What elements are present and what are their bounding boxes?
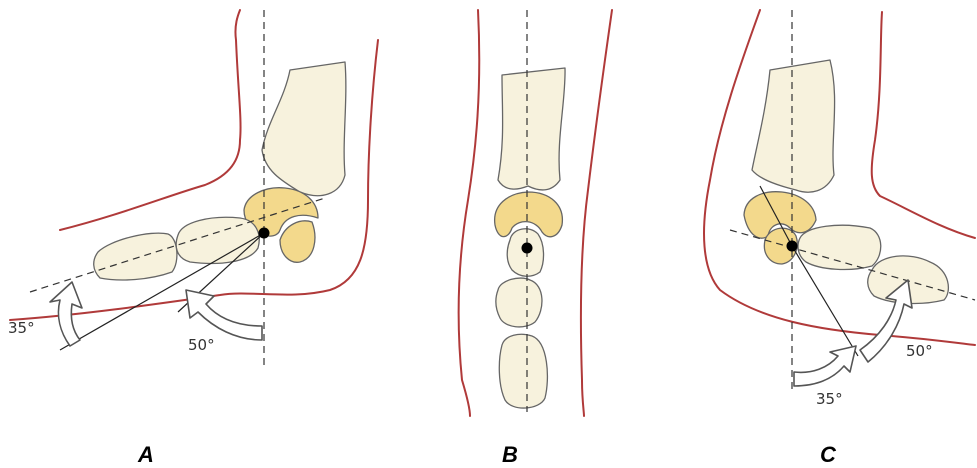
panel-b-caption: B <box>502 442 518 467</box>
panel-c-angle-35-label: 35° <box>816 390 843 408</box>
panel-b: B <box>459 10 612 467</box>
panel-b-metatarsal <box>499 334 547 408</box>
panel-a-arrow-50 <box>186 290 262 340</box>
panel-c-caption: C <box>820 442 837 467</box>
panel-a-angle-50-label: 50° <box>188 336 215 354</box>
panel-a-metatarsal <box>94 233 177 280</box>
panel-b-skin-left <box>459 10 480 416</box>
panel-a-calcaneus-cartilage <box>280 221 315 262</box>
panel-c-pivot <box>787 241 798 252</box>
panel-c-arrow-35 <box>794 346 856 386</box>
panel-b-pivot <box>522 243 533 254</box>
panel-b-navicular <box>496 278 542 327</box>
panel-a-angle-35-label: 35° <box>8 319 35 337</box>
panel-b-tibia <box>498 68 565 190</box>
panel-c-tibia <box>752 60 835 192</box>
panel-c-skin-outline-top <box>872 12 975 238</box>
panel-a-caption: A <box>137 442 154 467</box>
panel-a: 35° 50° A <box>8 10 378 467</box>
panel-a-navicular <box>176 217 259 263</box>
panel-c-navicular <box>798 225 881 269</box>
panel-c-angle-50-label: 50° <box>906 342 933 360</box>
panel-a-tibia <box>262 62 346 196</box>
panel-a-pivot <box>259 228 270 239</box>
panel-c: 35° 50° C <box>704 10 975 467</box>
panel-a-skin-outline <box>60 10 241 230</box>
panel-b-skin-right <box>581 10 612 416</box>
